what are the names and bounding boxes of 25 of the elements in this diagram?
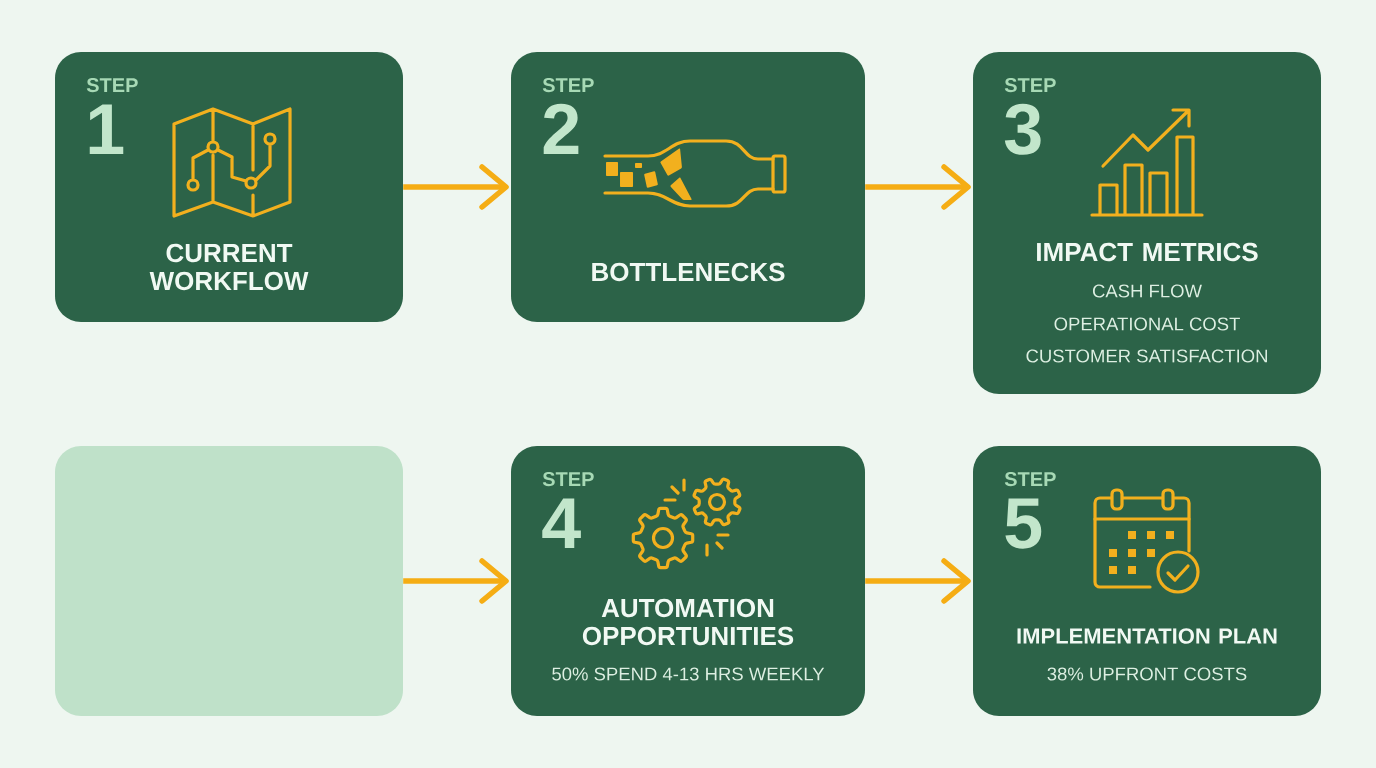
card-title: AUTOMATION OPPORTUNITIES xyxy=(582,598,794,646)
step-number: 5 xyxy=(1005,498,1042,549)
arrow xyxy=(865,164,971,210)
step-label: STEP xyxy=(1004,78,1056,93)
step-number: 3 xyxy=(1004,103,1041,155)
card-detail: 50% SPEND 4-13 HRS WEEKLY xyxy=(552,667,825,681)
step-label: STEP xyxy=(1004,472,1056,487)
blank-card xyxy=(55,446,403,716)
card-detail: 38% UPFRONT COSTS xyxy=(1047,667,1247,681)
arrow xyxy=(403,558,509,604)
step-label: STEP xyxy=(542,78,594,93)
step-number: 1 xyxy=(89,104,124,154)
card-title: IMPACT METRICS xyxy=(1037,242,1258,262)
step-number: 4 xyxy=(542,498,581,548)
arrow xyxy=(865,558,971,604)
card-title: BOTTLENECKS xyxy=(592,262,785,282)
step-label: STEP xyxy=(86,78,138,93)
card-detail: OPERATIONAL COST xyxy=(1054,317,1240,331)
arrow xyxy=(403,164,509,210)
card-detail: CASH FLOW xyxy=(1092,284,1202,298)
card-title: CURRENT WORKFLOW xyxy=(149,243,309,291)
card-detail: CUSTOMER SATISFACTION xyxy=(1026,349,1267,363)
card-title: IMPLEMENTATION PLAN xyxy=(1017,628,1277,644)
step-number: 2 xyxy=(543,103,579,154)
step-label: STEP xyxy=(542,472,594,487)
